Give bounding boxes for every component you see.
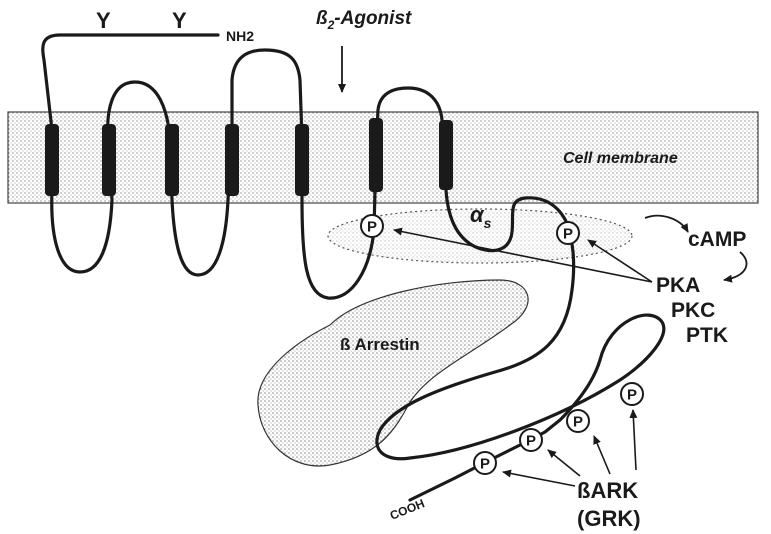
phospho-site-6: P bbox=[474, 452, 496, 474]
phospho-label: P bbox=[480, 456, 490, 473]
grk-label: (GRK) bbox=[577, 506, 641, 531]
bark-arrow-4 bbox=[503, 472, 575, 486]
agonist-name: -Agonist bbox=[334, 8, 412, 29]
tm-helix-2 bbox=[102, 124, 116, 196]
tm-helix-7 bbox=[439, 120, 453, 190]
tm-helix-5 bbox=[295, 124, 309, 196]
phospho-label: P bbox=[367, 219, 377, 236]
phospho-site-1: P bbox=[361, 215, 383, 237]
camp-label: cAMP bbox=[688, 228, 746, 251]
bark-arrow-3 bbox=[548, 450, 580, 476]
phospho-site-2: P bbox=[557, 222, 579, 244]
nh2-label: NH2 bbox=[226, 28, 254, 44]
phospho-site-3: P bbox=[621, 383, 643, 405]
bark-arrow-2 bbox=[594, 436, 610, 474]
phospho-label: P bbox=[563, 226, 573, 243]
agonist-label: ß2-Agonist bbox=[316, 8, 412, 32]
cooh-label: COOH bbox=[388, 496, 427, 522]
bark-label: ßARK bbox=[577, 478, 638, 503]
phospho-label: P bbox=[573, 414, 583, 431]
glycosylation-sites: Y Y bbox=[96, 8, 187, 33]
phospho-site-5: P bbox=[520, 429, 542, 451]
cell-membrane-label: Cell membrane bbox=[563, 150, 678, 167]
phospho-label: P bbox=[627, 387, 637, 404]
alpha-s-label: αs bbox=[470, 202, 492, 231]
camp-arrow bbox=[645, 216, 688, 232]
pka-label: PKA bbox=[656, 274, 700, 297]
tm-helix-3 bbox=[165, 124, 179, 196]
pkc-label: PKC bbox=[671, 299, 715, 322]
phospho-label: P bbox=[526, 433, 536, 450]
ptk-label: PTK bbox=[686, 324, 728, 347]
glyco-y-2: Y bbox=[172, 8, 187, 33]
tm-helix-4 bbox=[225, 124, 239, 196]
tm-helix-1 bbox=[45, 124, 59, 196]
camp-to-pka-arrow bbox=[724, 252, 747, 280]
agonist-beta: ß bbox=[316, 8, 328, 29]
alpha-subscript: s bbox=[484, 215, 492, 231]
phospho-site-4: P bbox=[567, 410, 589, 432]
tm-helix-6 bbox=[369, 118, 383, 192]
bark-arrow-1 bbox=[633, 410, 636, 470]
arrestin-label: ß Arrestin bbox=[340, 335, 420, 354]
glyco-y-1: Y bbox=[96, 8, 111, 33]
